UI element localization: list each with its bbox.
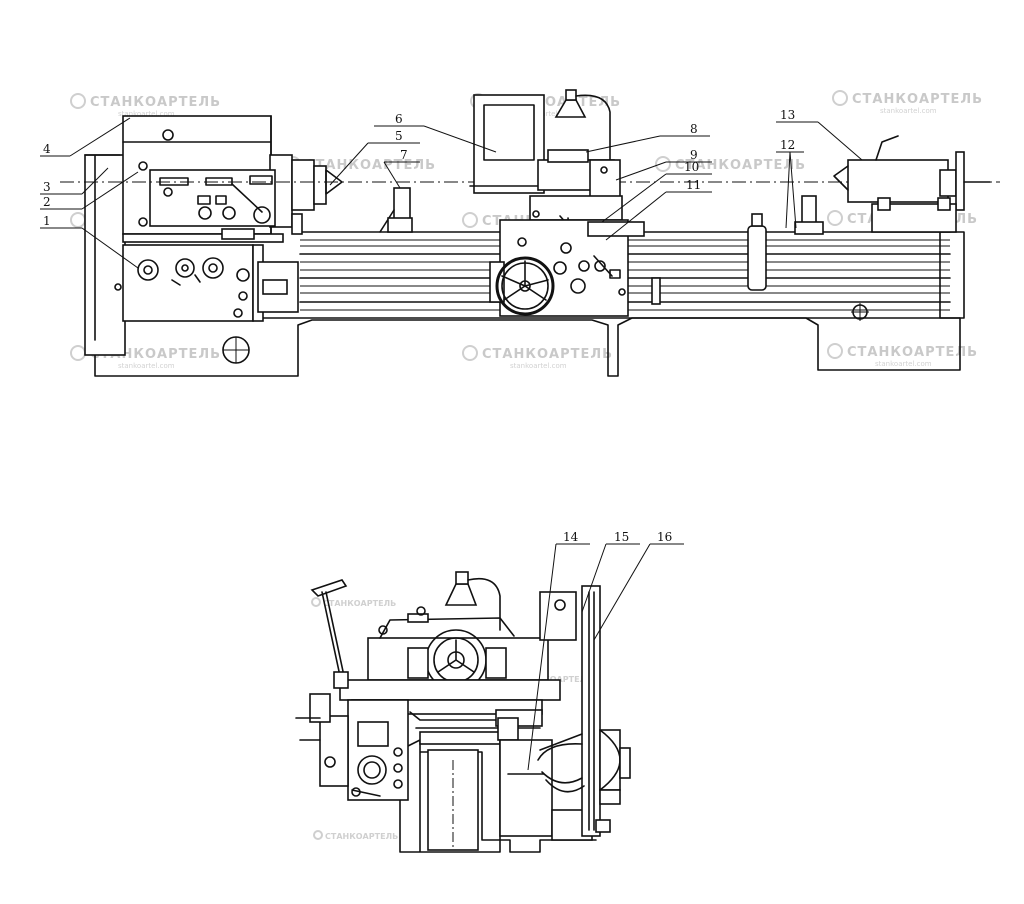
carriage-handwheel (495, 256, 555, 316)
tailstock-body (847, 159, 949, 203)
watermark-1: СТАНКОАРТЕЛЬ stankoartel.com (70, 93, 221, 118)
bed-ways (299, 231, 965, 319)
watermark-12: СТАНКОАРТЕЛЬ (311, 597, 396, 608)
watermark-site: stankoartel.com (510, 362, 567, 370)
callout-label-14: 14 (563, 530, 579, 544)
callout-label-2: 2 (43, 195, 51, 209)
leader-lines-side (40, 117, 863, 269)
watermark-brand: СТАНКОАРТЕЛЬ (325, 832, 398, 841)
watermark-brand: СТАНКОАРТЕЛЬ (482, 347, 613, 362)
watermark-brand: СТАНКОАРТЕЛЬ (847, 345, 978, 360)
callout-label-7: 7 (400, 148, 408, 162)
callout-label-3: 3 (43, 180, 51, 194)
callouts-side: 1 2 3 4 5 6 7 8 9 10 11 12 13 (43, 108, 795, 228)
callout-label-13: 13 (780, 108, 795, 122)
work-lamp (554, 89, 611, 161)
end-view: 14 15 16 (295, 530, 684, 853)
watermark-3: СТАНКОАРТЕЛЬ stankoartel.com (832, 90, 983, 115)
side-view: 1 2 3 4 5 6 7 8 9 10 11 12 13 (40, 89, 1000, 377)
end-view-lamp (444, 571, 501, 631)
bed-base-outline (94, 317, 961, 377)
watermark-brand: СТАНКОАРТЕЛЬ (323, 599, 396, 608)
watermark-10: СТАНКОАРТЕЛЬ stankoartel.com (462, 345, 613, 370)
chip-guard (469, 94, 549, 194)
steady-rest (747, 195, 824, 291)
end-view-headstock (339, 606, 561, 715)
leader-lines-end (527, 543, 684, 771)
callouts-end: 14 15 16 (563, 530, 672, 544)
callout-label-15: 15 (614, 530, 629, 544)
motor-housing (499, 739, 553, 837)
watermark-brand: СТАНКОАРТЕЛЬ (852, 92, 983, 107)
headstock (84, 115, 293, 356)
watermark-site: stankoartel.com (518, 110, 575, 118)
watermark-site: stankoartel.com (880, 107, 937, 115)
watermark-brand: СТАНКОАРТЕЛЬ (90, 95, 221, 110)
callout-label-10: 10 (684, 160, 699, 174)
tailstock (833, 135, 991, 321)
callout-label-5: 5 (395, 129, 403, 143)
end-view-slides (409, 709, 543, 745)
end-view-lever (310, 579, 349, 689)
watermark-site: stankoartel.com (118, 362, 175, 370)
rear-cabinet (539, 591, 577, 641)
callout-label-11: 11 (686, 178, 701, 192)
watermark-13: СТАНКОАРТЕЛЬ (313, 830, 398, 841)
headstock-cover (84, 154, 126, 356)
gearbox-housing (122, 244, 254, 322)
callout-label-6: 6 (395, 112, 403, 126)
callout-label-4: 4 (43, 142, 51, 156)
callout-label-1: 1 (43, 214, 51, 228)
end-view-apron (295, 693, 409, 801)
belt-guard-column (581, 585, 601, 837)
watermark-5: СТАНКОАРТЕЛЬ (655, 156, 805, 173)
watermark-site: stankoartel.com (118, 110, 175, 118)
callout-label-16: 16 (657, 530, 672, 544)
callout-label-9: 9 (690, 148, 698, 162)
tool-post-7 (379, 187, 413, 233)
watermark-11: СТАНКОАРТЕЛЬ stankoartel.com (827, 343, 978, 368)
carriage (489, 149, 661, 317)
feed-gearbox (114, 244, 264, 364)
callout-label-12: 12 (780, 138, 795, 152)
watermark-site: stankoartel.com (875, 360, 932, 368)
callout-label-8: 8 (690, 122, 698, 136)
